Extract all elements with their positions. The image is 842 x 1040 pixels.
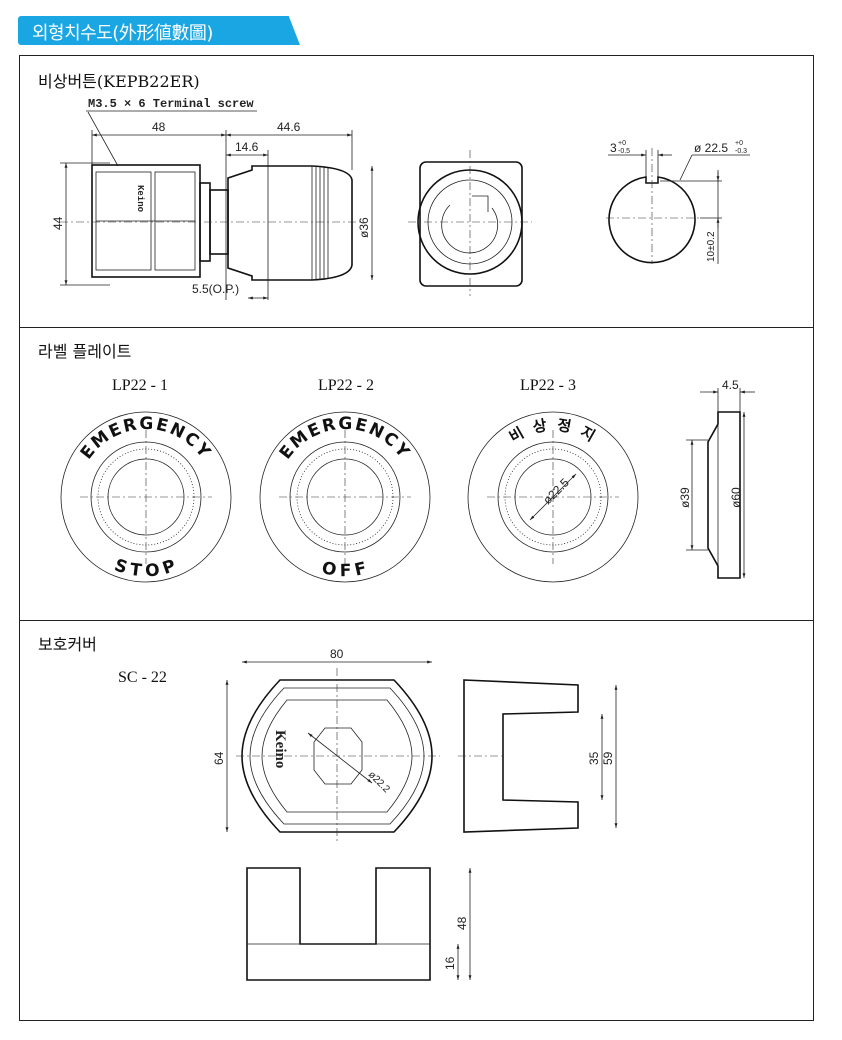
brand-label: Keino	[135, 185, 145, 212]
cover-brand: Keino	[272, 730, 288, 768]
svg-text:EMERGENCY: EMERGENCY	[77, 414, 216, 463]
button-side-view: M3.5 × 6 Terminal screw 48 44.6 14.6 44 …	[51, 97, 374, 300]
plate-inner-diameter: ø39	[678, 487, 692, 508]
dim-diameter-36: ø36	[357, 217, 371, 238]
dim-44-6: 44.6	[277, 120, 301, 134]
slot-tol-upper: +0	[618, 140, 626, 147]
page-title: 외형치수도(外形値數圖)	[32, 23, 213, 44]
cover-total-height: 48	[455, 916, 469, 930]
section-banner: 외형치수도(外形値數圖)	[18, 16, 300, 45]
cover-side-view: 35 59	[458, 679, 618, 833]
cover-hole-diameter: ø22.2	[366, 769, 392, 795]
label-plate-2: LP22 - 2 EMERGENCY OFF	[259, 377, 431, 583]
section-title: 보호커버	[38, 635, 97, 654]
cover-width: 80	[330, 647, 344, 661]
plate-outer-diameter: ø60	[729, 487, 743, 508]
slot-width: 3	[610, 141, 617, 155]
label-plate-side-view: 4.5 ø39 ø60	[678, 378, 755, 579]
plate-inner-dim: ø22.5	[540, 475, 572, 507]
plate-name: LP22 - 2	[318, 377, 374, 394]
terminal-screw-note: M3.5 × 6 Terminal screw	[88, 97, 254, 111]
plate-thickness: 4.5	[722, 378, 739, 392]
plate-name: LP22 - 1	[112, 377, 168, 394]
button-front-view	[408, 150, 532, 296]
cover-front-view: 80 64 ø22.2 Keino	[212, 647, 440, 842]
section-protective-cover: 보호커버	[19, 620, 814, 1021]
section-title: 라벨 플레이트	[38, 342, 132, 361]
cutout-height: 10±0.2	[706, 231, 717, 262]
label-plate-3: LP22 - 3 ø22.5 비 상 정 지	[467, 377, 639, 583]
label-plate-1: LP22 - 1 EMERGENCY STOP	[60, 377, 232, 583]
dim-14-6: 14.6	[235, 140, 259, 154]
section-title: 비상버튼(KEPB22ER)	[38, 72, 200, 91]
cutout-diameter: ø 22.5	[694, 141, 728, 155]
panel-cutout: 3 +0 -0.5 ø 22.5 +0 -0.3 10±0.2	[606, 140, 750, 264]
cover-model: SC - 22	[118, 669, 167, 686]
plate-top-text: EMERGENCY	[276, 414, 413, 463]
plate-name: LP22 - 3	[520, 377, 576, 394]
plate-bottom-text: OFF	[320, 558, 368, 581]
cover-inner-dim: 35	[587, 751, 601, 765]
dia-tol-upper: +0	[735, 140, 743, 147]
cover-outer-dim: 59	[601, 751, 615, 765]
svg-text:EMERGENCY: EMERGENCY	[276, 414, 415, 463]
dim-44: 44	[51, 216, 65, 230]
cover-base-height: 16	[443, 956, 457, 970]
dim-48: 48	[152, 120, 166, 134]
dia-tol-lower: -0.3	[735, 148, 747, 155]
dim-operating-position: 5.5(O.P.)	[192, 282, 239, 296]
slot-tol-lower: -0.5	[618, 148, 630, 155]
svg-text:OFF: OFF	[320, 558, 370, 581]
cover-bottom-view: 48 16	[246, 867, 472, 981]
cover-height: 64	[212, 751, 226, 765]
plate-top-text: EMERGENCY	[77, 414, 214, 463]
